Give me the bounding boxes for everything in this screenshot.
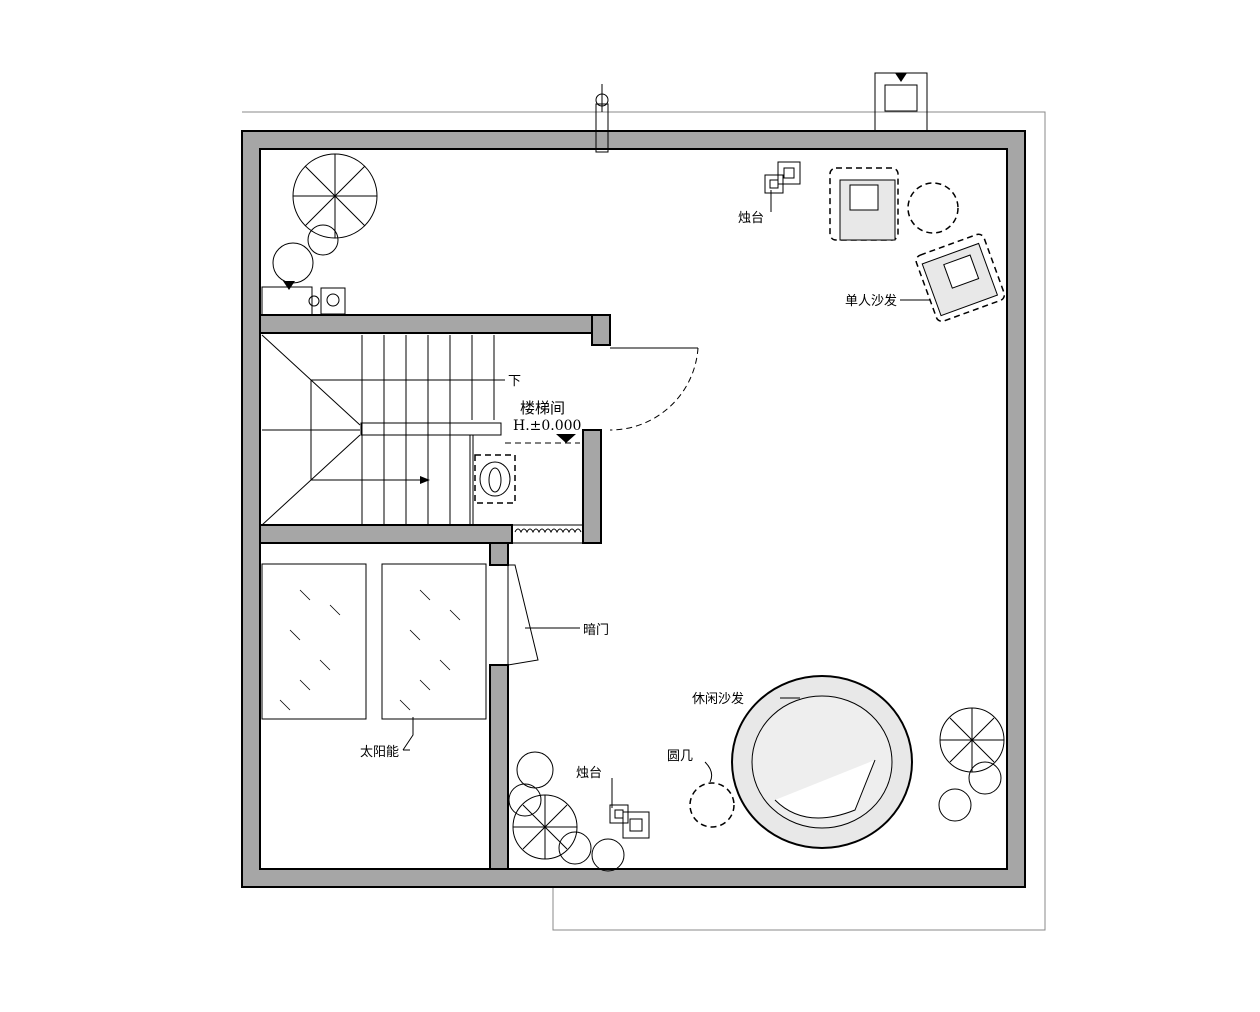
- stair-door: [609, 347, 699, 431]
- top-fixtures: [261, 72, 928, 316]
- label-stairwell: 楼梯间: [520, 399, 565, 417]
- property-line: [242, 111, 1046, 931]
- toilet: [474, 454, 516, 504]
- candle-holder-bottom: [609, 804, 650, 839]
- divider-wall-upper: [489, 542, 509, 566]
- leader-lines: [403, 190, 930, 808]
- stair-bottom-wall: [259, 524, 513, 544]
- stair-right-wall-upper: [591, 314, 611, 346]
- label-down: 下: [508, 374, 521, 389]
- divider-wall-lower: [489, 664, 509, 870]
- label-round-table: 圆几: [667, 749, 693, 764]
- window: [511, 524, 584, 544]
- outer-wall: [241, 130, 1026, 888]
- hidden-door: [507, 564, 580, 666]
- candle-holder-top: [764, 161, 801, 194]
- label-candle-bottom: 烛台: [576, 766, 602, 781]
- side-table-top: [907, 182, 959, 234]
- stair-top-wall: [259, 314, 611, 334]
- staircase: [261, 334, 580, 526]
- label-candle-top: 烛台: [738, 211, 764, 226]
- label-single-sofa: 单人沙发: [845, 293, 897, 309]
- label-leisure-sofa: 休闲沙发: [692, 691, 744, 707]
- plants: [272, 153, 1005, 872]
- round-table: [689, 782, 735, 828]
- single-sofa-2: [915, 233, 1006, 323]
- label-hidden-door: 暗门: [583, 623, 609, 638]
- label-elevation: H.±0.000: [513, 418, 581, 434]
- single-sofa-1: [829, 167, 899, 241]
- solar-panels: [261, 563, 487, 751]
- label-solar: 太阳能: [360, 745, 399, 760]
- leisure-sofa: [731, 675, 913, 849]
- stair-right-wall-lower: [582, 429, 602, 544]
